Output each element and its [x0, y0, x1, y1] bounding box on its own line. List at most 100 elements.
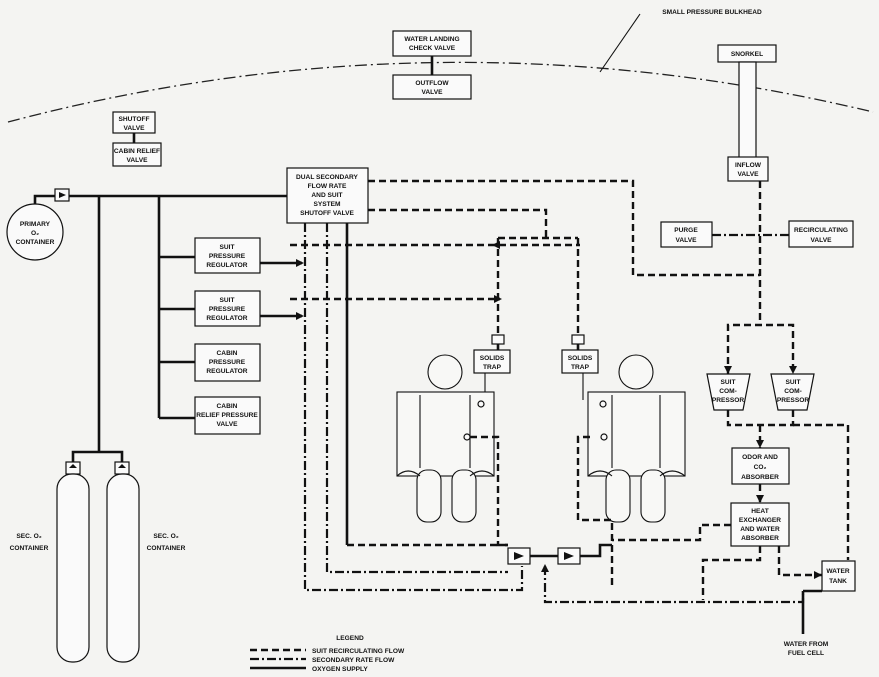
trap-1-line-2: TRAP [483, 364, 502, 371]
sec-left-line-1: SEC. O₂ [16, 533, 41, 540]
cabin-relief-p-line-1: CABIN [217, 403, 238, 410]
trap-2-line-1: SOLIDS [568, 355, 593, 362]
astronaut-left [396, 354, 495, 523]
suit-reg-1-line-1: SUIT [219, 244, 234, 251]
trap-2-valve [571, 334, 585, 345]
suit-reg-2-line-2: PRESSURE [209, 306, 246, 313]
secondary-flow-mid [325, 223, 508, 574]
sec-right-line-1: SEC. O₂ [153, 533, 178, 540]
trap-2-line-2: TRAP [571, 364, 590, 371]
odor-line-2: CO₂ [754, 464, 767, 471]
suit-reg-1-arrow [296, 259, 304, 267]
recirculating-valve [788, 220, 854, 248]
trap-1-line-1: SOLIDS [480, 355, 505, 362]
heat-line-4: ABSORBER [741, 535, 779, 542]
cabin-relief-line-1: CABIN RELIEF [114, 148, 160, 155]
fuel-cell-line-2: FUEL CELL [788, 650, 824, 657]
suit-reg-2-arrow [296, 312, 304, 320]
primary-line-3: CONTAINER [16, 239, 55, 246]
outflow-line-2: VALVE [421, 89, 443, 96]
legend-item-secondary: SECONDARY RATE FLOW [312, 657, 395, 664]
comp-1-line-2: COM- [719, 388, 737, 395]
inflow-line-2: VALVE [737, 171, 759, 178]
snorkel-stem [738, 61, 757, 161]
water-landing-check-valve [392, 30, 472, 57]
cabin-reg-line-2: PRESSURE [209, 359, 246, 366]
sec-right-line-2: CONTAINER [147, 545, 186, 552]
bypass-to-water-tank [793, 423, 850, 560]
sec-o2-container-right [106, 473, 140, 663]
heat-line-2: EXCHANGER [739, 517, 781, 524]
purge-line-2: VALVE [675, 237, 697, 244]
dual-secondary-line-3: AND SUIT [311, 192, 342, 199]
outflow-valve [392, 74, 472, 100]
bulkhead-label: SMALL PRESSURE BULKHEAD [662, 9, 762, 16]
recirc-to-trap-1 [368, 179, 760, 277]
odor-line-1: ODOR AND [742, 454, 778, 461]
to-heat-arrow [756, 495, 764, 503]
suit-reg-2-line-3: REGULATOR [206, 315, 247, 322]
secondary-manifold [71, 450, 124, 462]
recirculating-line-2: VALVE [810, 237, 832, 244]
purge-line-1: PURGE [674, 227, 698, 234]
dual-secondary-line-5: SHUTOFF VALVE [300, 210, 354, 217]
astronaut-right [587, 354, 686, 523]
odor-co2-absorber [731, 447, 790, 485]
heat-line-3: AND WATER [740, 526, 780, 533]
heat-line-1: HEAT [751, 508, 768, 515]
bottom-return-line [543, 566, 805, 604]
comp-1-line-3: PRESSOR [712, 397, 744, 404]
compressor-manifold [726, 323, 795, 375]
dual-secondary-line-2: FLOW RATE [308, 183, 347, 190]
dual-secondary-line-1: DUAL SECONDARY [296, 174, 359, 181]
suit-reg-1-line-3: REGULATOR [206, 262, 247, 269]
recirculating-line-1: RECIRCULATING [794, 227, 848, 234]
fuel-cell-line-1: WATER FROM [784, 641, 829, 648]
cabin-relief-pressure-valve [194, 396, 261, 435]
suit-compressor-1 [706, 373, 751, 411]
water-tank-line-2: TANK [829, 578, 847, 585]
suit-pressure-regulator-1 [194, 237, 261, 274]
bottom-right-connector [580, 543, 612, 558]
legend-item-oxygen: OXYGEN SUPPLY [312, 666, 368, 673]
sec-left-line-2: CONTAINER [10, 545, 49, 552]
water-landing-line-1: WATER LANDING [404, 36, 459, 43]
comp-2-line-3: PRESSOR [777, 397, 809, 404]
cabin-relief-valve [112, 142, 162, 167]
recirc-crossover [368, 208, 548, 238]
cabin-reg-line-3: REGULATOR [206, 368, 247, 375]
bottom-check-arrow-2 [564, 552, 574, 560]
bottom-check-arrow-1 [514, 552, 524, 560]
suit-2-outlet [576, 435, 614, 586]
cabin-reg-line-1: CABIN [217, 350, 238, 357]
heat-exchanger-return [701, 546, 762, 600]
odor-line-3: ABSORBER [741, 474, 779, 481]
dual-secondary-line-4: SYSTEM [313, 201, 341, 208]
solids-trap-2 [561, 349, 599, 374]
water-tank-line-1: WATER [826, 568, 850, 575]
compressor-outlet-manifold [726, 410, 795, 427]
comp-2-line-1: SUIT [785, 379, 800, 386]
primary-line-1: PRIMARY [20, 221, 51, 228]
sec-o2-valve-right-arrow [118, 464, 126, 468]
heat-exchanger [730, 502, 790, 547]
cabin-pressure-regulator [194, 343, 261, 382]
comp-arrow-2 [789, 366, 797, 374]
inflow-line-1: INFLOW [735, 162, 762, 169]
return-to-suits [612, 523, 731, 542]
shutoff-line-2: VALVE [123, 125, 145, 132]
to-tank-arrow [814, 571, 822, 579]
suit-pressure-regulator-2 [194, 290, 261, 327]
primary-check-arrow [59, 192, 66, 198]
comp-1-line-1: SUIT [720, 379, 735, 386]
secondary-flow-left [303, 223, 524, 592]
cabin-relief-p-line-3: VALVE [216, 421, 238, 428]
suit-1-outlet [470, 435, 508, 547]
heat-to-water-tank [777, 546, 822, 577]
primary-line-2: O₂ [31, 230, 39, 237]
sec-o2-valve-left-arrow [69, 464, 77, 468]
legend-title: LEGEND [336, 635, 364, 642]
primary-supply-line [33, 194, 287, 204]
shutoff-line-1: SHUTOFF [118, 116, 149, 123]
